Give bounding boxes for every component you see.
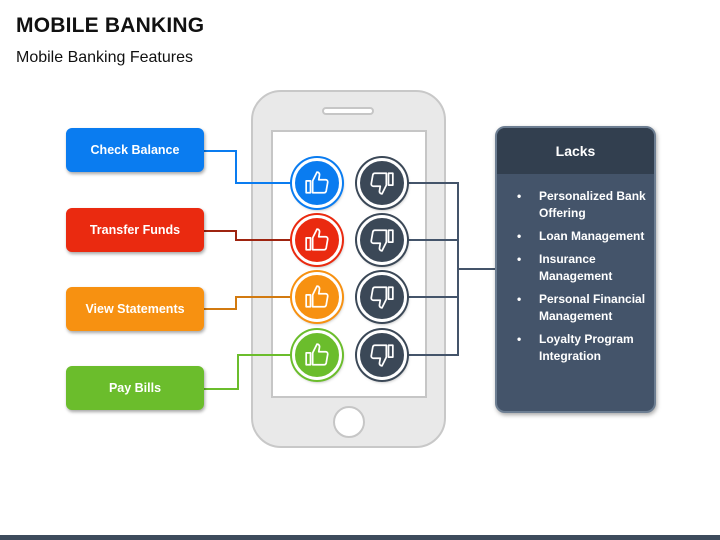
thumbs-down-icon <box>357 215 407 265</box>
thumbs-up-icon <box>292 215 342 265</box>
thumbs-up-icon <box>292 330 342 380</box>
lacks-item: Insurance Management <box>497 251 654 285</box>
feature-pay-bills: Pay Bills <box>66 366 204 410</box>
phone-home-button <box>333 406 365 438</box>
thumbs-up-icon <box>292 272 342 322</box>
lacks-item: Personal Financial Management <box>497 291 654 325</box>
thumbs-down-icon <box>357 330 407 380</box>
connector-view-statements <box>204 296 292 310</box>
lacks-title: Lacks <box>497 128 654 174</box>
lacks-panel: Lacks Personalized Bank Offering Loan Ma… <box>495 126 656 413</box>
feature-view-statements: View Statements <box>66 287 204 331</box>
connector-check-balance <box>204 150 292 184</box>
thumbs-down-icon <box>357 158 407 208</box>
lacks-item: Loan Management <box>497 228 654 245</box>
bottom-bar <box>0 535 720 540</box>
page-subtitle: Mobile Banking Features <box>16 49 193 66</box>
feature-transfer-funds: Transfer Funds <box>66 208 204 252</box>
thumbs-up-icon <box>292 158 342 208</box>
thumbs-down-icon <box>357 272 407 322</box>
lacks-item: Loyalty Program Integration <box>497 331 654 365</box>
feature-check-balance: Check Balance <box>66 128 204 172</box>
lacks-list: Personalized Bank Offering Loan Manageme… <box>497 188 654 371</box>
connector-lacks-trunk <box>406 182 459 356</box>
phone-speaker <box>322 107 374 115</box>
page-title: MOBILE BANKING <box>16 14 205 37</box>
connector-pay-bills <box>204 354 292 390</box>
connector-transfer-funds <box>204 230 292 241</box>
lacks-item: Personalized Bank Offering <box>497 188 654 222</box>
